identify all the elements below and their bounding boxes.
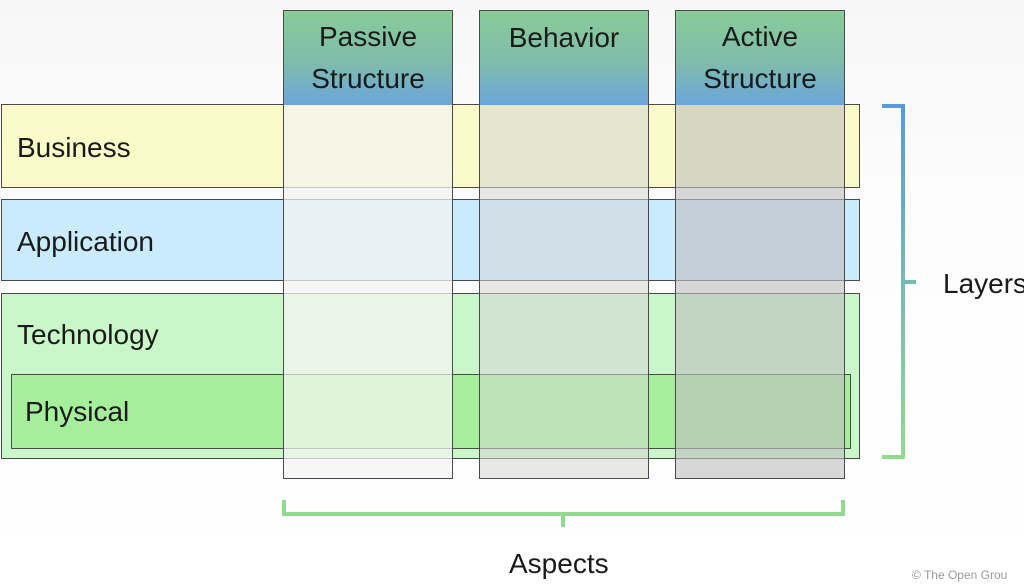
aspect-active-structure-header: Active Structure xyxy=(676,11,844,105)
aspect-passive-structure: Passive Structure xyxy=(283,10,453,479)
aspect-active-label-line2: Structure xyxy=(703,63,817,94)
aspect-active-label-line1: Active xyxy=(721,21,799,52)
aspect-passive-label-line2: Structure xyxy=(311,63,425,94)
layer-physical-label: Physical xyxy=(25,396,130,427)
aspect-behavior: Behavior xyxy=(479,10,649,479)
copyright-notice: © The Open Grou xyxy=(912,568,1008,582)
aspect-passive-structure-column xyxy=(284,105,452,478)
aspect-passive-label-line1: Passive xyxy=(318,21,418,52)
aspect-active-structure: Active Structure xyxy=(675,10,845,479)
aspect-behavior-label: Behavior xyxy=(508,22,620,53)
aspect-behavior-column xyxy=(480,105,648,478)
aspect-passive-structure-header: Passive Structure xyxy=(284,11,452,105)
layer-technology-label: Technology xyxy=(17,319,159,350)
layer-application-label: Application xyxy=(17,226,154,257)
aspects-brace xyxy=(282,500,845,527)
aspect-behavior-header: Behavior xyxy=(480,11,648,105)
layer-business-label: Business xyxy=(17,132,131,163)
aspect-active-structure-column xyxy=(676,105,844,478)
aspects-group-label: Aspects xyxy=(509,548,609,579)
layers-brace xyxy=(882,104,916,459)
layers-group-label: Layers xyxy=(943,268,1024,299)
